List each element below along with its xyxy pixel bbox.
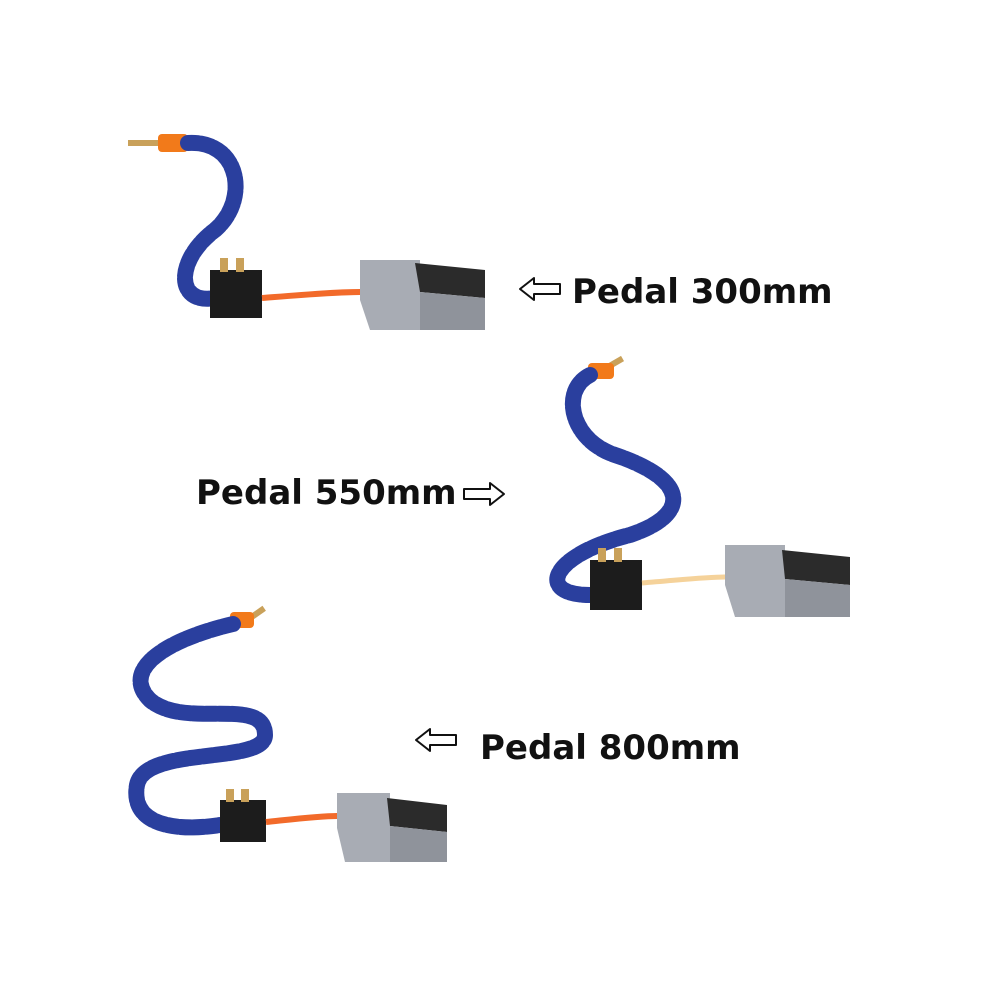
brass-fitting <box>598 548 606 562</box>
orange-nozzle <box>158 134 188 152</box>
product-photo-800mm <box>128 605 447 862</box>
product-label: Pedal 550mm <box>196 473 457 513</box>
valve-block <box>220 800 266 842</box>
pedal-housing <box>360 260 420 330</box>
valve-block <box>590 560 642 610</box>
brass-fitting <box>614 548 622 562</box>
valve-block <box>210 270 262 318</box>
pedal-base <box>785 579 850 617</box>
flexible-coolant-hose <box>177 134 244 307</box>
left-arrow-icon <box>415 728 457 752</box>
product-label: Pedal 300mm <box>572 272 833 312</box>
pedal-footplate <box>387 798 447 832</box>
pedal-footplate <box>415 263 485 298</box>
pedal-housing <box>725 545 785 617</box>
brass-tip <box>128 140 158 146</box>
air-tube <box>265 813 338 825</box>
pedal-housing <box>337 793 390 862</box>
flexible-coolant-hose <box>128 616 274 836</box>
product-label: Pedal 800mm <box>480 728 741 768</box>
air-tube <box>261 289 361 301</box>
flexible-coolant-hose <box>549 367 682 603</box>
brass-fitting <box>220 258 228 272</box>
pedal-footplate <box>782 550 850 585</box>
pedal-base <box>420 292 485 330</box>
right-arrow-icon <box>463 482 505 506</box>
brass-fitting <box>226 789 234 802</box>
left-arrow-icon <box>519 277 561 301</box>
product-photo-300mm <box>128 134 485 330</box>
air-tube <box>641 574 726 586</box>
brass-fitting <box>241 789 249 802</box>
pedal-base <box>390 826 447 862</box>
product-photo-550mm <box>549 355 850 617</box>
brass-fitting <box>236 258 244 272</box>
